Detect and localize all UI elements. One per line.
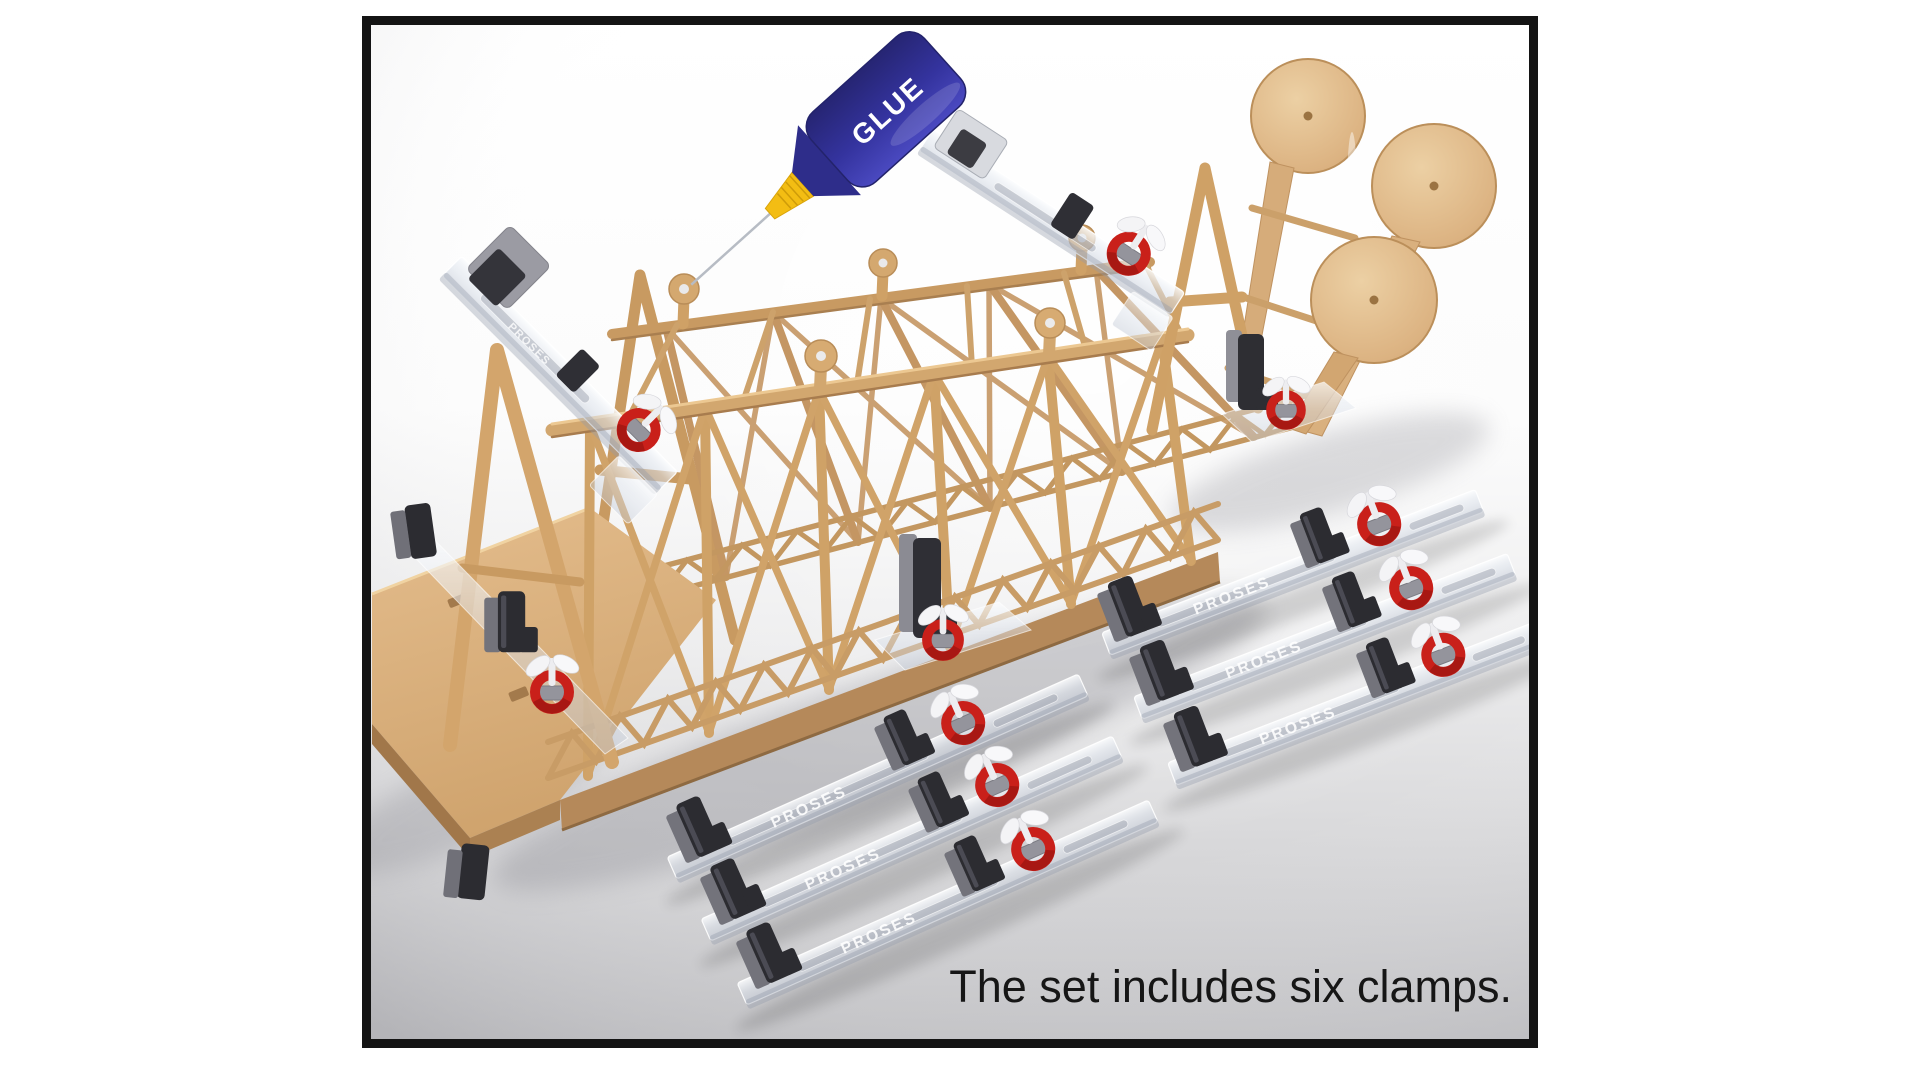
- finial-posts-near: [804, 307, 1066, 395]
- clamp: PROSES: [1160, 571, 1533, 811]
- sway-braces: [625, 260, 1185, 422]
- clamp-jaw: [404, 503, 437, 559]
- spoon-clamp: [1221, 330, 1358, 443]
- corner-block: [456, 843, 490, 901]
- clamp-block: [899, 534, 917, 632]
- clamp-jaw: [947, 129, 987, 168]
- bridge-clamp-bottom-left: [390, 503, 629, 901]
- clamp-jaw: [556, 349, 599, 392]
- glue-bottle: GLUE: [690, 31, 967, 286]
- deck-front-face: [560, 552, 1220, 830]
- clamp-jaw: [469, 249, 526, 306]
- clamp-jaw: [1051, 193, 1094, 239]
- foreground-clamps-right: PROSES PROSES: [1094, 441, 1533, 811]
- glue-bottle-body: [805, 31, 967, 188]
- a-frame-left: [443, 343, 619, 769]
- bridge-clamp-bottom-center: [874, 534, 1032, 671]
- platform-slot: [508, 686, 529, 702]
- caption-text: The set includes six clamps.: [949, 961, 1512, 1012]
- picture-frame: [362, 16, 1538, 1048]
- bridge-clamp-top-right: [917, 109, 1185, 351]
- glue-needle: [690, 212, 771, 286]
- bridge-clamp-top-left: PROSES: [439, 226, 719, 524]
- spoon-edge-highlight: [1347, 132, 1357, 248]
- clamp: PROSES: [732, 752, 1184, 1031]
- foreground-clamps-left: PROSES PROSES: [662, 626, 1184, 1031]
